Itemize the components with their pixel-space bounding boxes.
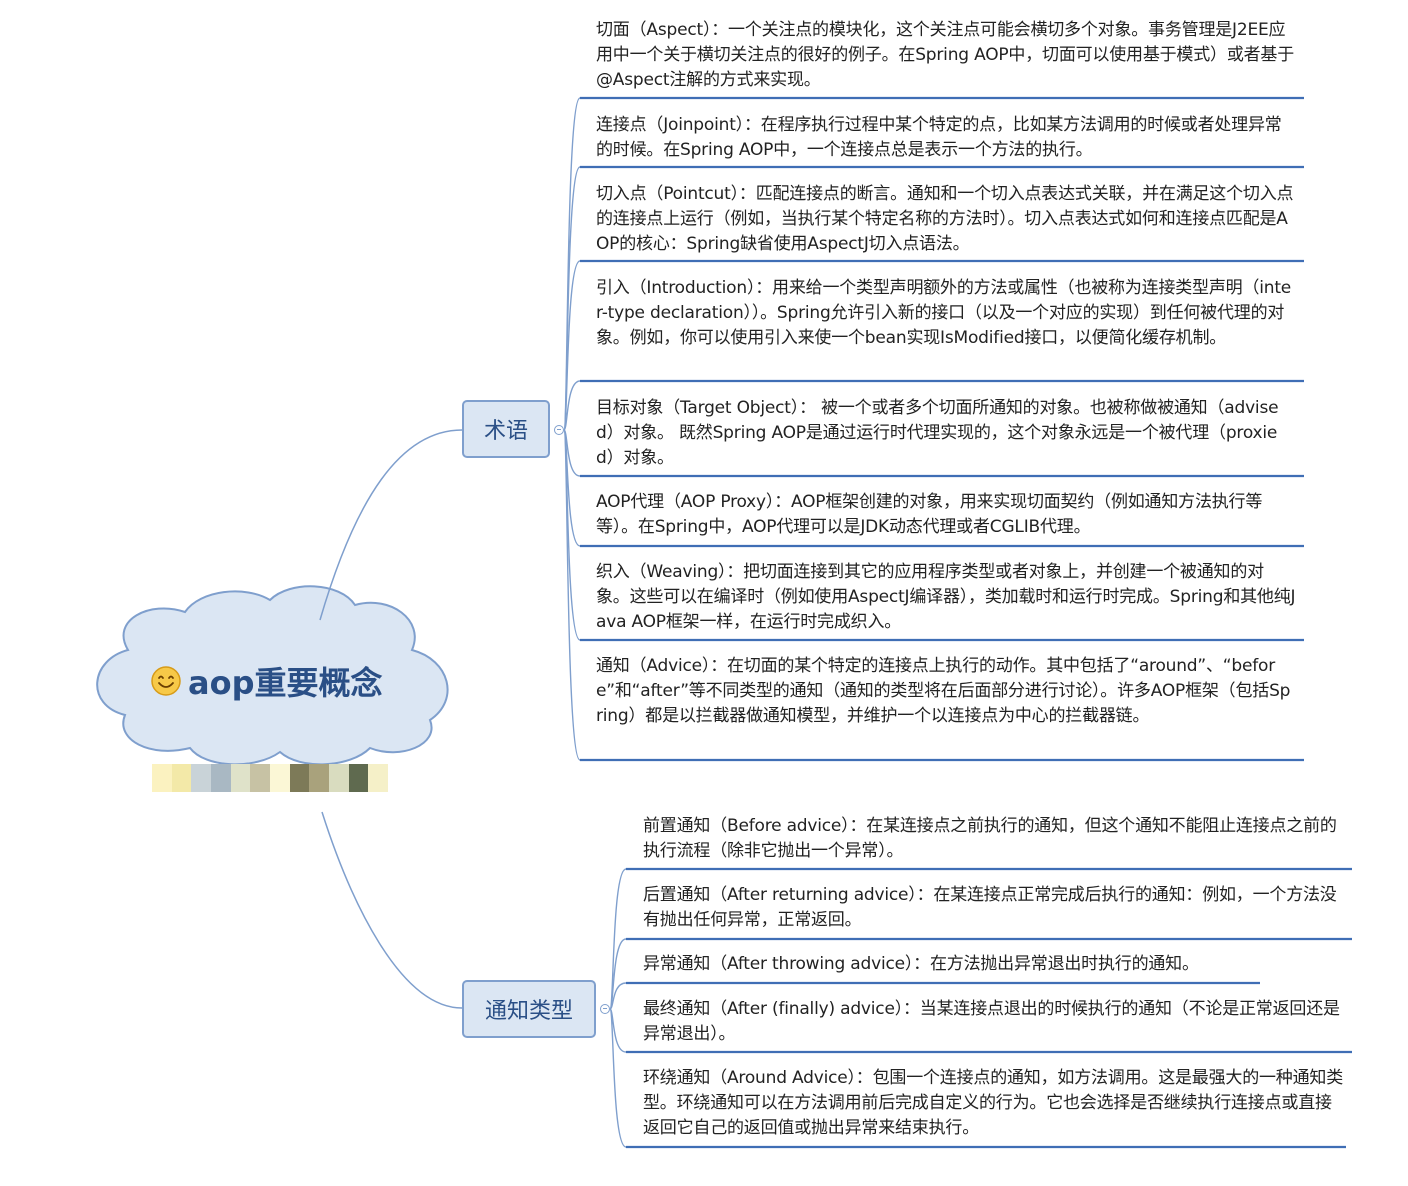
leaf-topic[interactable]: 前置通知（Before advice）：在某连接点之前执行的通知，但这个通知不能… <box>643 816 1337 861</box>
collapse-toggle-icon[interactable] <box>554 425 564 435</box>
branch-topic[interactable]: 术语 <box>462 400 550 458</box>
central-topic-title: aop重要概念 <box>188 664 383 702</box>
leaf-topic[interactable]: 最终通知（After (finally) advice）：当某连接点退出的时候执… <box>643 999 1340 1044</box>
leaf-topic[interactable]: AOP代理（AOP Proxy）：AOP框架创建的对象，用来实现切面契约（例如通… <box>596 492 1263 537</box>
branch-topic[interactable]: 通知类型 <box>462 980 596 1038</box>
central-topic[interactable]: aop重要概念 <box>150 656 400 706</box>
leaf-connector <box>563 380 581 431</box>
blurred-label <box>152 764 389 792</box>
leaf-connector <box>609 982 627 1010</box>
leaf-topic[interactable]: 织入（Weaving）：把切面连接到其它的应用程序类型或者对象上，并创建一个被通… <box>596 562 1296 632</box>
leaf-connector <box>563 260 581 431</box>
leaf-connector <box>609 1008 627 1148</box>
leaf-topic[interactable]: 切入点（Pointcut）：匹配连接点的断言。通知和一个切入点表达式关联，并在满… <box>596 184 1294 254</box>
leaf-topic[interactable]: 连接点（Joinpoint）：在程序执行过程中某个特定的点，比如某方法调用的时候… <box>596 115 1282 160</box>
leaf-topic[interactable]: 目标对象（Target Object）： 被一个或者多个切面所通知的对象。也被称… <box>596 398 1279 468</box>
collapse-toggle-icon[interactable] <box>600 1004 610 1014</box>
smiling-face-icon <box>151 666 181 696</box>
leaf-connector <box>563 429 581 761</box>
central-topic-cloud <box>96 585 449 766</box>
leaf-topic[interactable]: 引入（Introduction）：用来给一个类型声明额外的方法或属性（也被称为连… <box>596 278 1292 348</box>
connector-root-to-terms <box>319 429 463 621</box>
leaf-topic[interactable]: 异常通知（After throwing advice）：在方法抛出异常退出时执行… <box>643 954 1199 974</box>
leaf-topic[interactable]: 环绕通知（Around Advice）：包围一个连接点的通知，如方法调用。这是最… <box>643 1068 1343 1138</box>
leaf-topic[interactable]: 后置通知（After returning advice）：在某连接点正常完成后执… <box>643 885 1337 930</box>
leaf-topic[interactable]: 切面（Aspect）：一个关注点的模块化，这个关注点可能会横切多个对象。事务管理… <box>596 20 1295 90</box>
leaf-topic[interactable]: 通知（Advice）：在切面的某个特定的连接点上执行的动作。其中包括了“arou… <box>596 656 1291 726</box>
connector-root-to-advice-types <box>321 811 463 1009</box>
